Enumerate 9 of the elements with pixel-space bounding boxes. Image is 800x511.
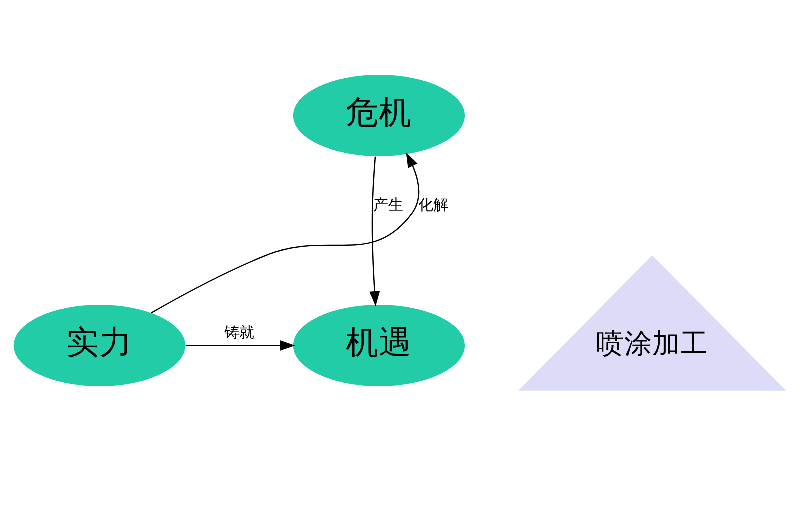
arrow [370, 156, 380, 307]
edge-label: 产生 [374, 196, 404, 214]
node-ellipse: 危机 [293, 75, 466, 156]
edge-label: 化解 [418, 196, 449, 214]
edge-label: 铸就 [224, 324, 254, 342]
node-ellipse: 实力 [14, 305, 186, 386]
arrow [151, 152, 420, 314]
arrow [186, 340, 296, 352]
node-ellipse: 机遇 [293, 305, 466, 386]
